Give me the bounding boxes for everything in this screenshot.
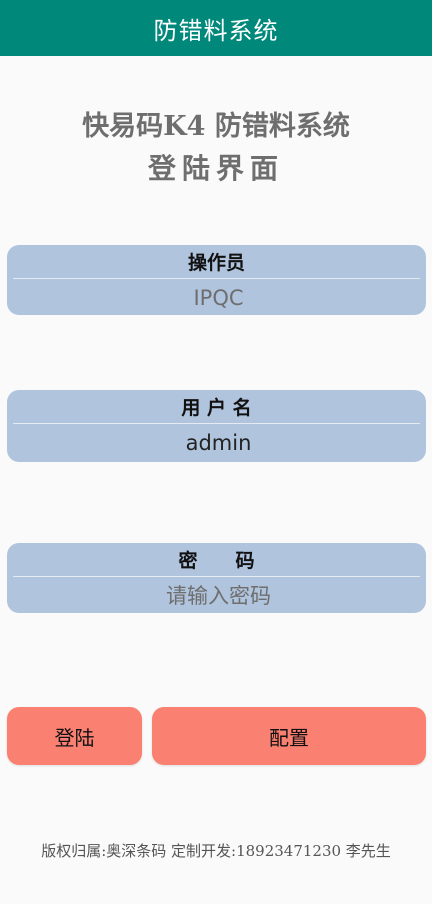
operator-input[interactable] xyxy=(7,281,430,315)
operator-field: 操作员 xyxy=(7,245,430,315)
username-field: 用 户 名 xyxy=(7,390,430,462)
password-field: 密 码 xyxy=(7,543,430,613)
operator-divider xyxy=(13,278,420,279)
username-divider xyxy=(13,423,420,424)
password-label: 密 码 xyxy=(178,550,255,572)
username-label: 用 户 名 xyxy=(181,397,252,419)
page-title-line2: 登陆界面 xyxy=(147,152,284,185)
password-input[interactable] xyxy=(7,579,430,613)
page-title-line1: 快易码K4 防错料系统 xyxy=(82,111,350,142)
copyright-footer: 版权归属:奥深条码 定制开发:18923471230 李先生 xyxy=(41,842,391,860)
config-button[interactable]: 配置 xyxy=(152,707,426,765)
username-input[interactable] xyxy=(7,426,430,460)
app-bar: 防错料系统 xyxy=(0,0,432,56)
login-button[interactable]: 登陆 xyxy=(7,707,142,765)
operator-label: 操作员 xyxy=(187,252,245,274)
app-bar-title: 防错料系统 xyxy=(153,16,279,45)
page-title: 快易码K4 防错料系统 登陆界面 xyxy=(0,106,432,190)
password-divider xyxy=(13,576,420,577)
